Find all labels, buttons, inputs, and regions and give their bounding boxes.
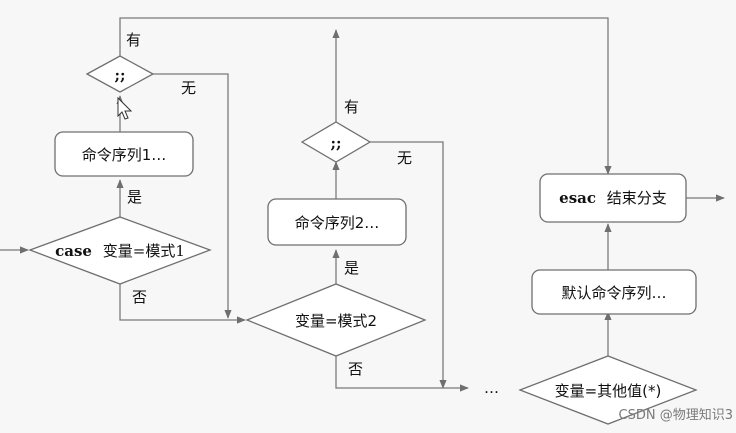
watermark: CSDN @物理知识3 <box>619 407 733 423</box>
node-case-condition: case 变量=模式1 <box>28 216 212 285</box>
edge-label-none-1: 无 <box>181 79 196 97</box>
case-condition-text: 变量=模式1 <box>103 242 185 260</box>
edge-label-no-2: 否 <box>348 360 363 378</box>
node-pattern-2: 变量=模式2 <box>245 283 427 357</box>
edge-label-yes-2: 是 <box>344 259 359 277</box>
node-default-condition: 变量=其他值(*) <box>518 355 698 425</box>
node-esac: esac 结束分支 <box>539 173 687 223</box>
command-seq-1-label: 命令序列1… <box>82 146 167 164</box>
pattern-2-label: 变量=模式2 <box>295 312 377 330</box>
node-check-2: ;; <box>300 121 372 163</box>
edge-label-has-2: 有 <box>344 98 359 116</box>
esac-keyword: esac <box>559 189 596 207</box>
node-check-1: ;; <box>85 55 155 93</box>
svg-text:esac 结束分支: esac 结束分支 <box>559 189 667 207</box>
edge-check2-no-down <box>370 141 447 389</box>
edge-pattern2-no-right <box>335 356 469 392</box>
connectors <box>0 17 725 392</box>
edge-check1-yes-to-esac <box>119 17 612 175</box>
ellipsis-more-cases: … <box>484 379 499 397</box>
default-command-label: 默认命令序列… <box>561 284 666 302</box>
default-condition-label: 变量=其他值(*) <box>555 382 662 400</box>
edge-label-yes-1: 是 <box>127 188 142 206</box>
check-2-label: ;; <box>330 134 341 152</box>
edge-check1-no-down <box>153 73 232 319</box>
edge-label-no-1: 否 <box>132 288 147 306</box>
command-seq-2-label: 命令序列2… <box>295 214 380 232</box>
svg-text:case 变量=模式1: case 变量=模式1 <box>55 242 185 260</box>
case-keyword: case <box>55 242 92 260</box>
edge-label-none-2: 无 <box>397 149 412 167</box>
edge-case-no-to-pattern2 <box>119 284 246 324</box>
esac-text: 结束分支 <box>607 189 667 207</box>
node-default-command: 默认命令序列… <box>531 269 697 315</box>
mouse-cursor-icon <box>117 96 133 120</box>
node-command-seq-1: 命令序列1… <box>54 131 194 177</box>
check-1-label: ;; <box>114 66 125 84</box>
edge-label-has-1: 有 <box>126 31 141 49</box>
node-command-seq-2: 命令序列2… <box>267 198 407 246</box>
